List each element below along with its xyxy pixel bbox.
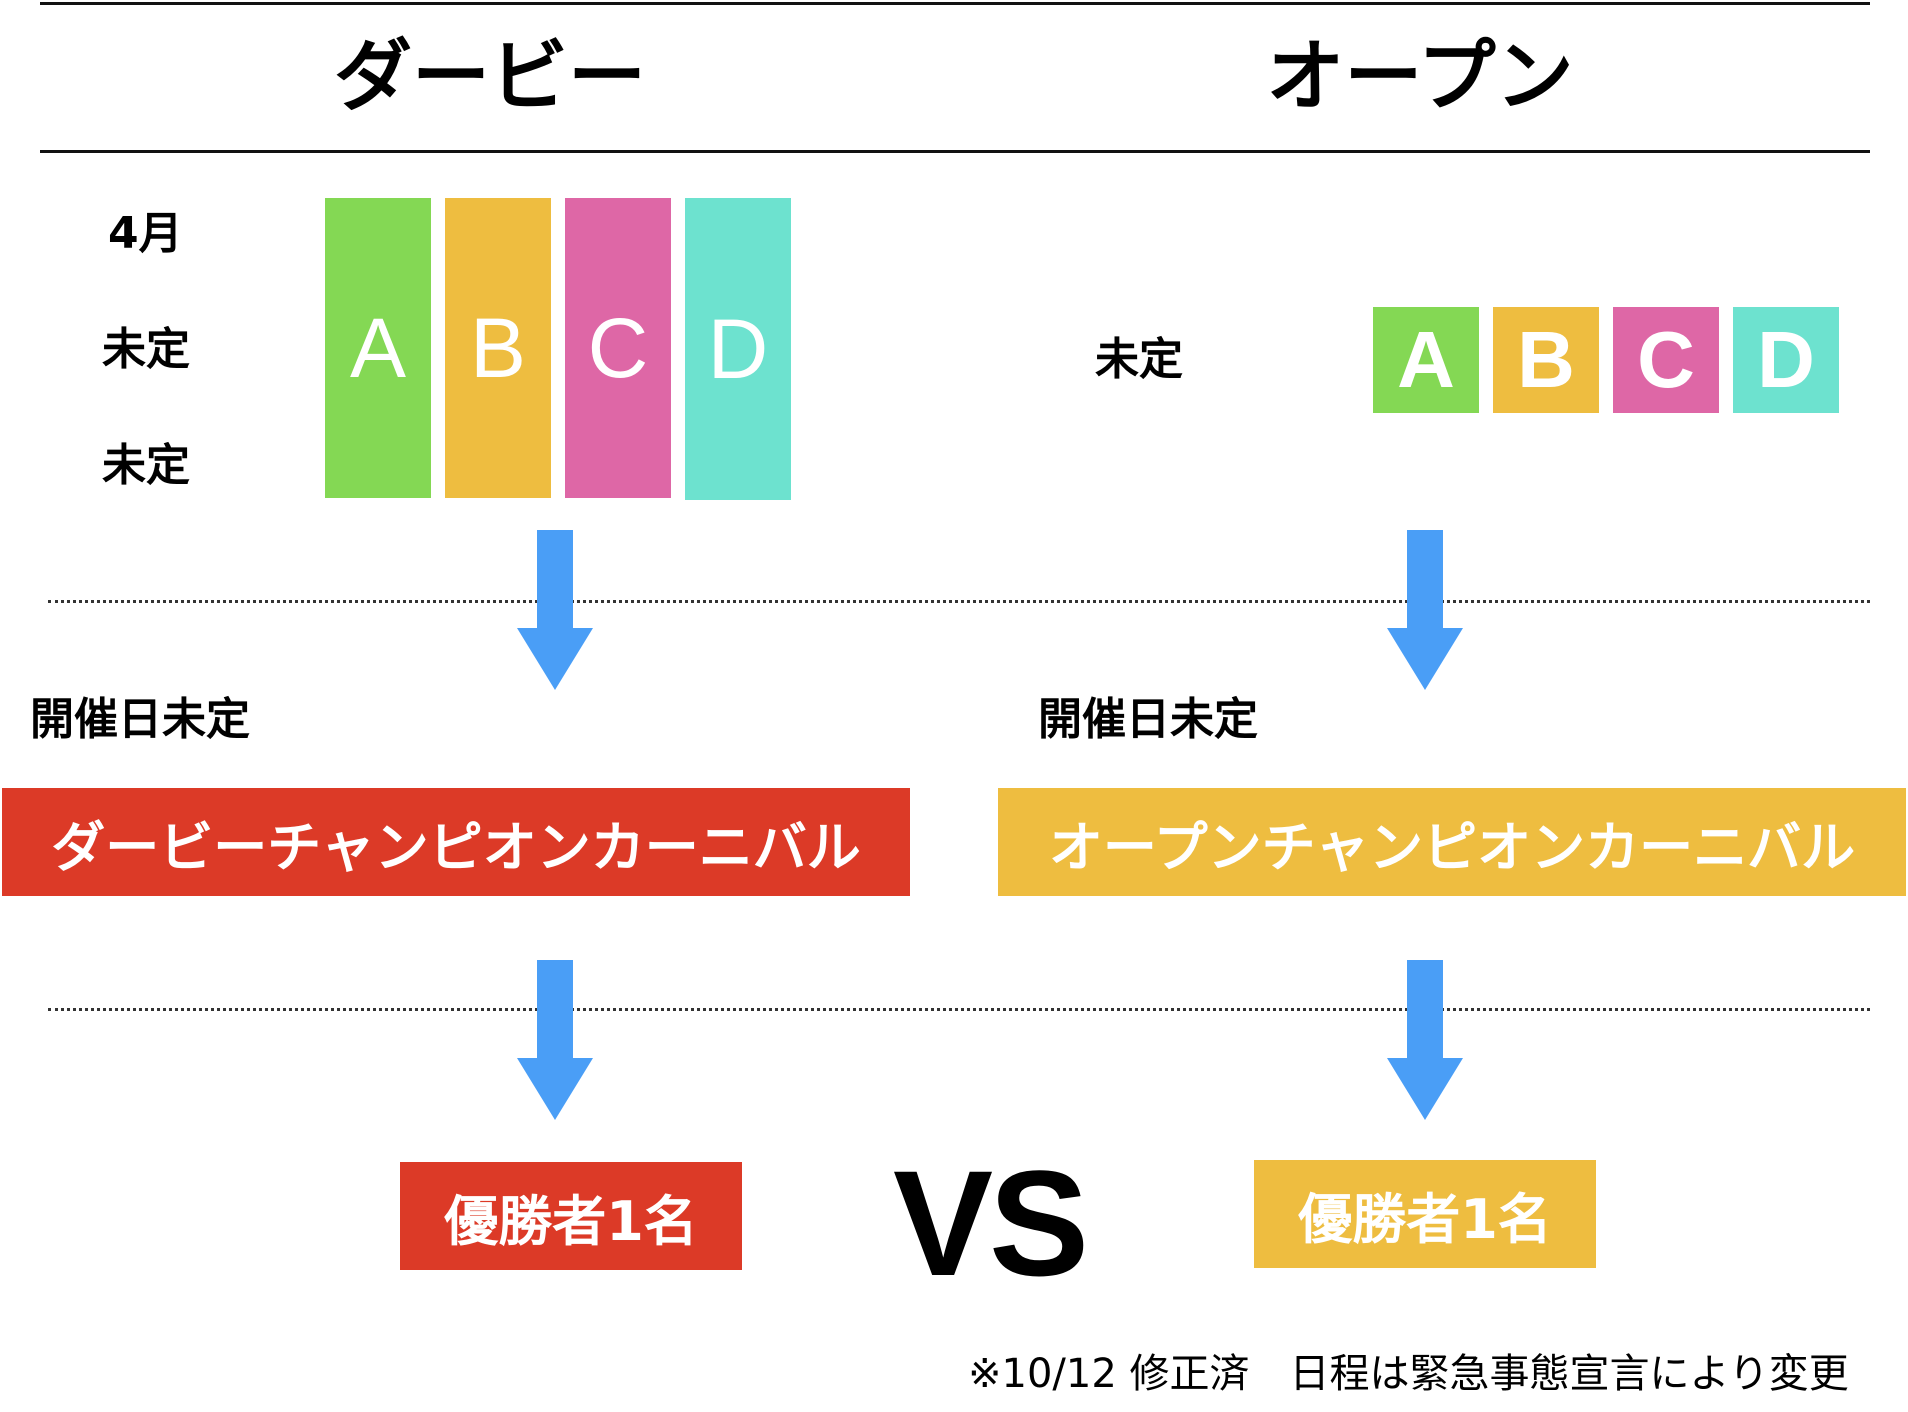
separator-dotted-1 [48, 600, 1870, 603]
arrow-down-icon [517, 960, 593, 1120]
footnote: ※10/12 修正済 日程は緊急事態宣言により変更 [968, 1351, 1849, 1397]
open-schedule: 未定 [1095, 334, 1183, 385]
derby-schedule-c: 未定 [102, 440, 190, 491]
open-group-d: D [1733, 307, 1839, 413]
open-group-a: A [1373, 307, 1479, 413]
open-group-c: C [1613, 307, 1719, 413]
derby-group-a: A [325, 198, 431, 498]
derby-group-c: C [565, 198, 671, 498]
open-winner-box: 優勝者1名 [1254, 1160, 1596, 1268]
arrow-down-icon [517, 530, 593, 690]
derby-schedule-a: 4月 [108, 208, 183, 259]
vs-label: VS [893, 1139, 1089, 1307]
separator-dotted-2 [48, 1008, 1870, 1011]
open-date-label: 開催日未定 [1038, 694, 1258, 745]
derby-schedule-b: 未定 [102, 324, 190, 375]
open-group-b: B [1493, 307, 1599, 413]
derby-title: ダービー [333, 32, 646, 122]
open-carnival-banner: オープンチャンピオンカーニバル [998, 788, 1906, 896]
arrow-down-icon [1387, 530, 1463, 690]
derby-carnival-banner: ダービーチャンピオンカーニバル [2, 788, 910, 896]
arrow-down-icon [1387, 960, 1463, 1120]
derby-group-d: D [685, 198, 791, 500]
derby-group-b: B [445, 198, 551, 498]
header-top-line [40, 2, 1870, 5]
open-title: オープン [1266, 32, 1574, 122]
derby-date-label: 開催日未定 [30, 694, 250, 745]
header-bottom-line [40, 150, 1870, 153]
derby-winner-box: 優勝者1名 [400, 1162, 742, 1270]
